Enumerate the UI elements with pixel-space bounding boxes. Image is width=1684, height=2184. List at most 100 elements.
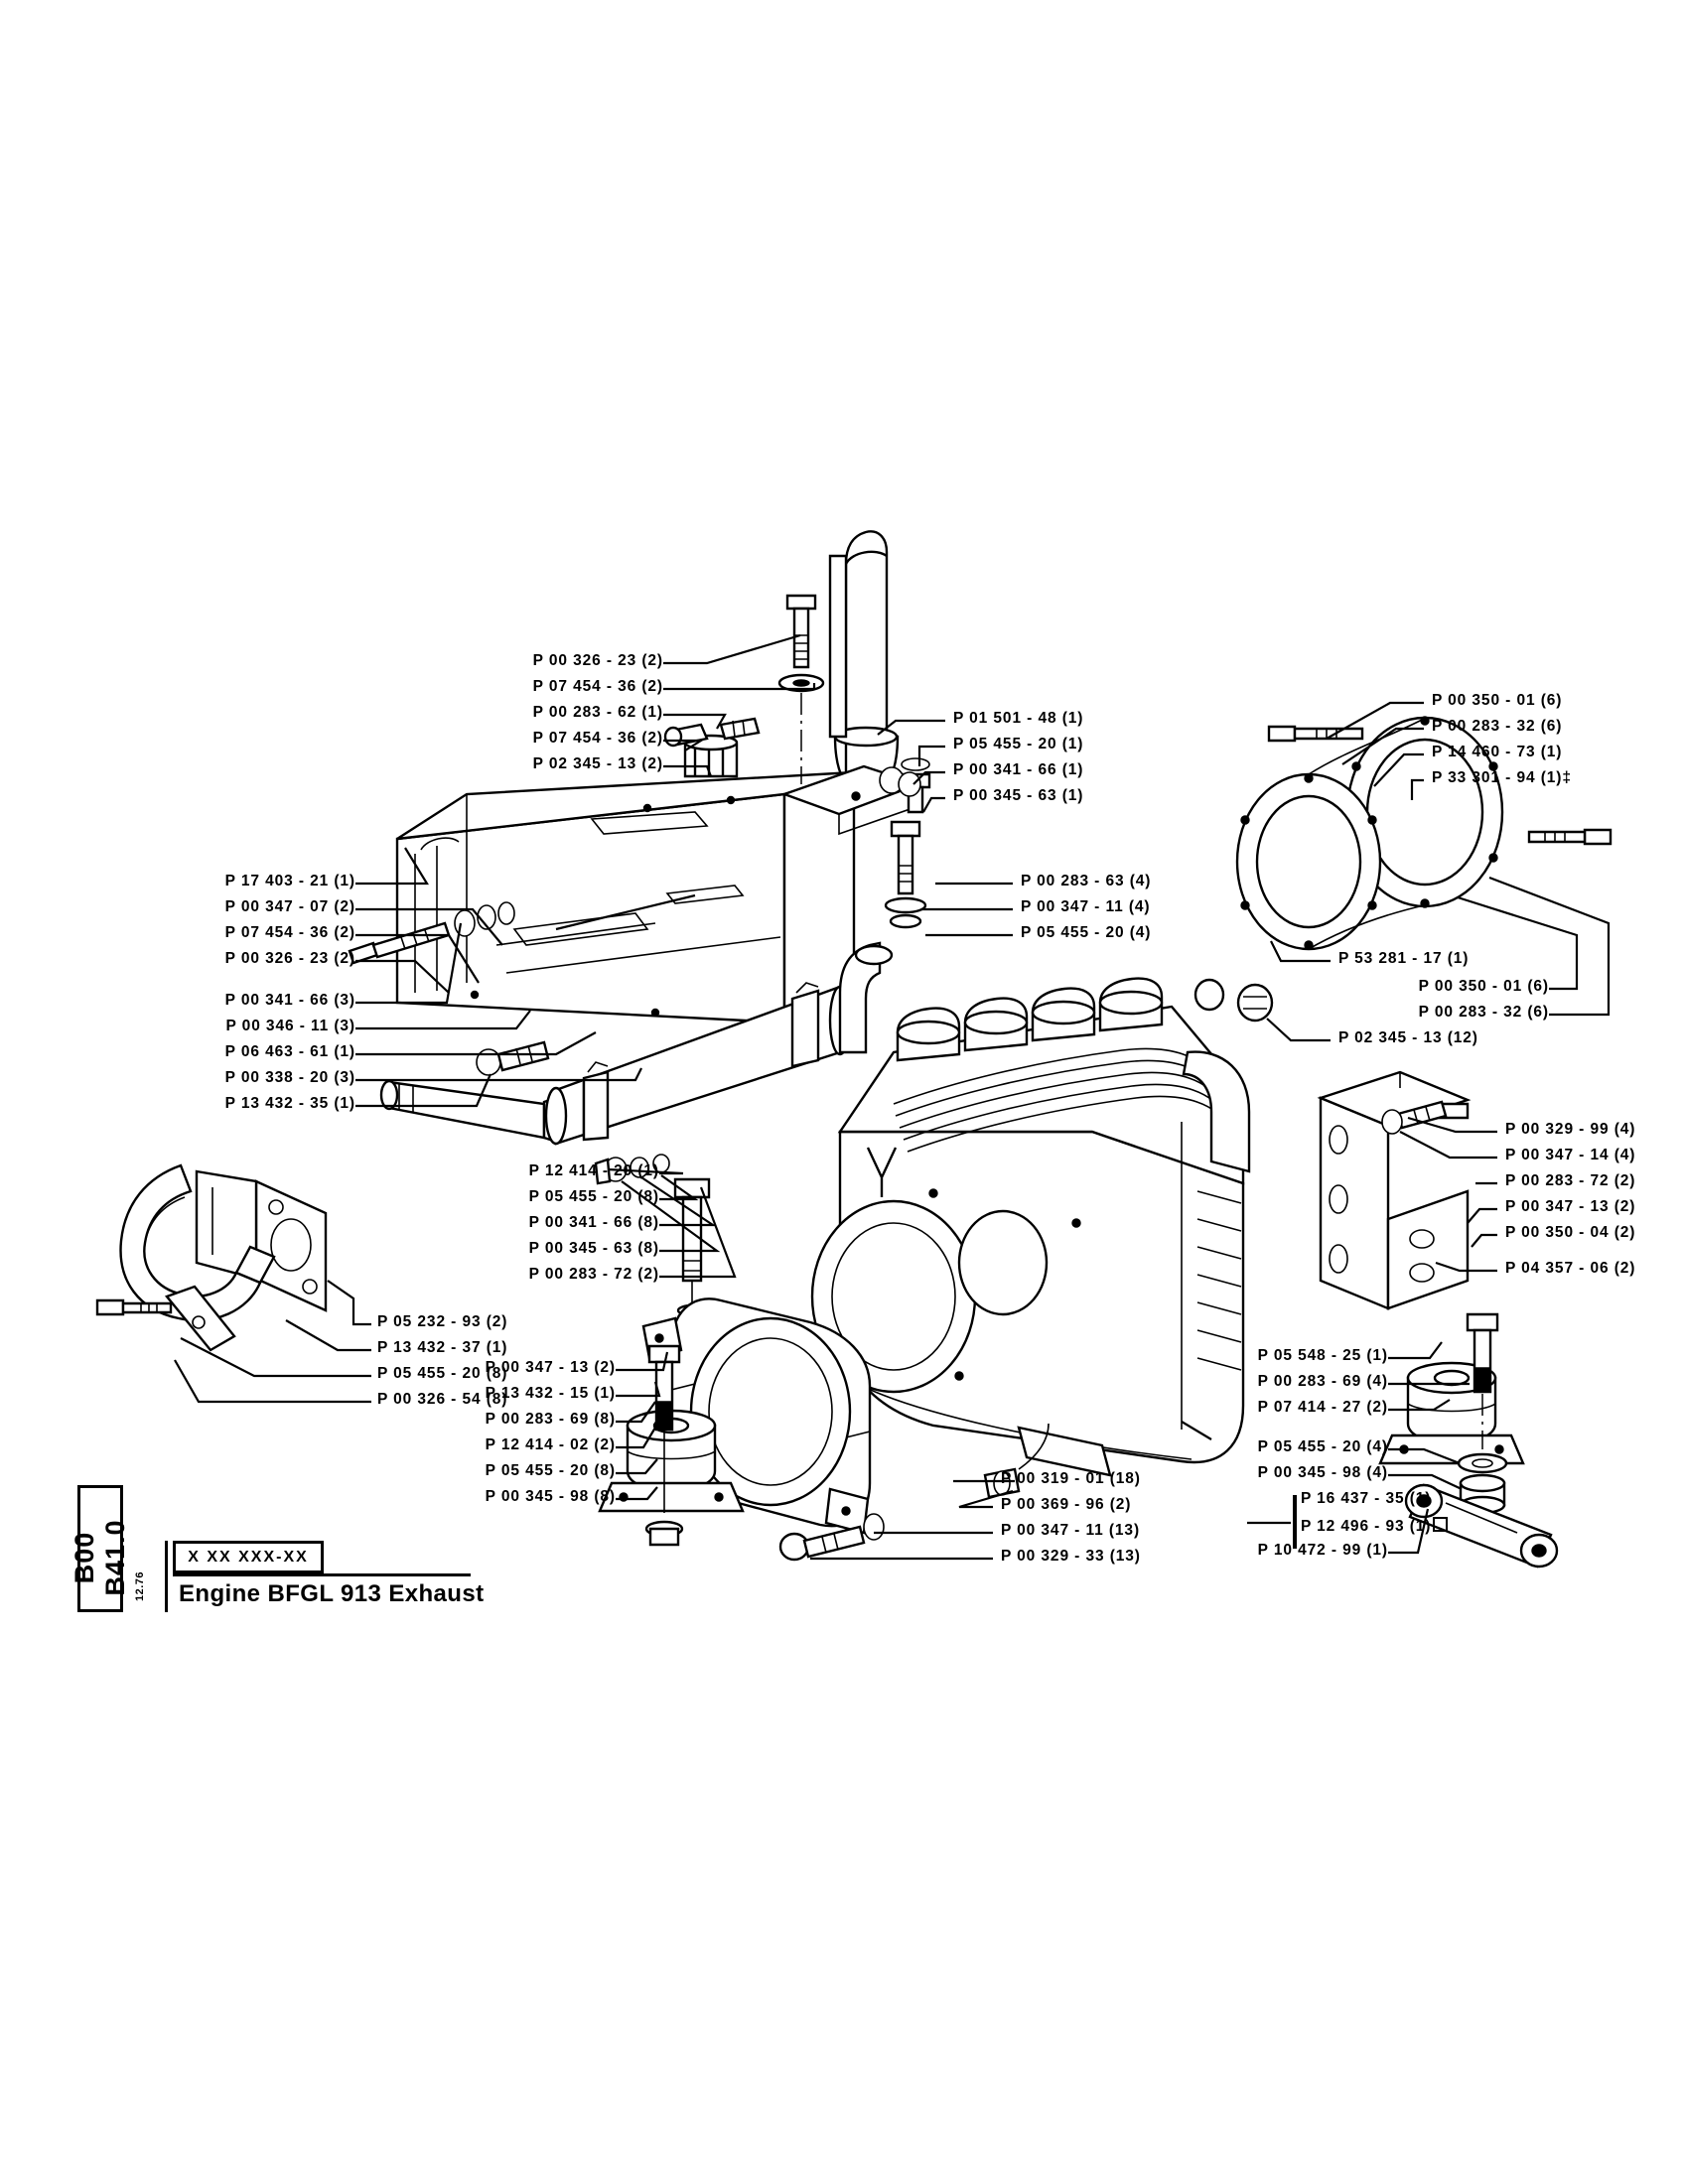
silencer-inlet-fitting	[663, 717, 761, 778]
callout-c48[interactable]: P 12 414 - 02 (2)	[485, 1436, 616, 1453]
exhaust-inlet-pipe	[379, 1079, 558, 1144]
callout-c37[interactable]: P 00 283 - 72 (2)	[1505, 1172, 1636, 1189]
callout-c9[interactable]: P 00 345 - 63 (1)	[953, 787, 1084, 804]
flange-nut-left	[1193, 978, 1225, 1012]
callout-c40[interactable]: P 04 357 - 06 (2)	[1505, 1260, 1636, 1277]
callout-c5[interactable]: P 02 345 - 13 (2)	[532, 755, 663, 772]
sheet-title: Engine BFGL 913 Exhaust	[179, 1580, 485, 1607]
callout-c8[interactable]: P 00 341 - 66 (1)	[953, 761, 1084, 778]
callout-c58[interactable]: P 05 455 - 20 (4)	[1257, 1438, 1388, 1455]
callout-c62[interactable]: P 10 472 - 99 (1)	[1257, 1542, 1388, 1559]
callout-c44[interactable]: P 00 326 - 54 (8)	[377, 1391, 508, 1408]
callout-c21[interactable]: P 00 341 - 66 (3)	[224, 992, 355, 1009]
callout-c33[interactable]: P 00 345 - 63 (8)	[528, 1240, 659, 1257]
callout-c28[interactable]: P 00 283 - 32 (6)	[1418, 1004, 1549, 1021]
title-rule	[173, 1573, 471, 1576]
callout-c12[interactable]: P 14 460 - 73 (1)	[1432, 744, 1563, 760]
exhaust-manifold	[893, 1047, 1251, 1173]
flange-nut-lower	[1236, 983, 1274, 1023]
callout-c4[interactable]: P 07 454 - 36 (2)	[532, 730, 663, 747]
callout-c10[interactable]: P 00 350 - 01 (6)	[1432, 692, 1563, 709]
callout-c54[interactable]: P 00 329 - 33 (13)	[1001, 1548, 1141, 1565]
callout-c27[interactable]: P 00 350 - 01 (6)	[1418, 978, 1549, 995]
mount-bolt-left	[644, 1344, 684, 1547]
cylindrical-muffler	[544, 982, 852, 1146]
callout-c41[interactable]: P 05 232 - 93 (2)	[377, 1313, 508, 1330]
callout-c23[interactable]: P 06 463 - 61 (1)	[224, 1043, 355, 1060]
long-center-bolt	[673, 1177, 711, 1317]
callout-c43[interactable]: P 05 455 - 20 (8)	[377, 1365, 508, 1382]
engine-block	[810, 977, 1251, 1477]
callout-c34[interactable]: P 00 283 - 72 (2)	[528, 1266, 659, 1283]
callout-c20[interactable]: P 05 455 - 20 (4)	[1021, 924, 1152, 941]
callout-c3[interactable]: P 00 283 - 62 (1)	[532, 704, 663, 721]
callout-c36[interactable]: P 00 347 - 14 (4)	[1505, 1147, 1636, 1163]
callout-c39[interactable]: P 00 350 - 04 (2)	[1505, 1224, 1636, 1241]
flywheel-housing	[641, 1297, 872, 1535]
callout-c35[interactable]: P 00 329 - 99 (4)	[1505, 1121, 1636, 1138]
callout-c32[interactable]: P 00 341 - 66 (8)	[528, 1214, 659, 1231]
callout-c1[interactable]: P 00 326 - 23 (2)	[532, 652, 663, 669]
callout-c11[interactable]: P 00 283 - 32 (6)	[1432, 718, 1563, 735]
callout-c46[interactable]: P 13 432 - 15 (1)	[485, 1385, 616, 1402]
callout-c29[interactable]: P 02 345 - 13 (12)	[1338, 1029, 1478, 1046]
callout-c24[interactable]: P 00 338 - 20 (3)	[224, 1069, 355, 1086]
variant-code: X XX XXX-XX	[188, 1548, 309, 1566]
engine-mount-bracket	[1317, 1070, 1472, 1310]
empty-square-icon	[1433, 1517, 1449, 1532]
callout-c13-text: P 33 301 - 94 (1)	[1432, 769, 1563, 786]
flange-bolt-upper-left	[1267, 725, 1364, 743]
flange-ring-front	[1235, 772, 1382, 951]
callout-c53[interactable]: P 00 347 - 11 (13)	[1001, 1522, 1141, 1539]
muffler-outlet-elbow	[838, 941, 894, 1054]
title-block: B00 B41.0 12.76 X XX XXX-XX Engine BFGL …	[70, 1485, 484, 1612]
center-bolt-assembly	[884, 820, 927, 929]
group-code-box	[77, 1485, 123, 1612]
center-fastener-row	[594, 1154, 670, 1185]
callout-c60[interactable]: P 16 437 - 35 (1)	[1301, 1490, 1432, 1507]
callout-c61-text: P 12 496 - 93 (1)	[1301, 1518, 1432, 1535]
callout-c7[interactable]: P 05 455 - 20 (1)	[953, 736, 1084, 752]
top-bolt-and-washer	[777, 594, 825, 784]
callout-c30[interactable]: P 12 414 - 20 (1)	[528, 1162, 659, 1179]
callout-c45[interactable]: P 00 347 - 13 (2)	[485, 1359, 616, 1376]
callout-c6[interactable]: P 01 501 - 48 (1)	[953, 710, 1084, 727]
callout-c57[interactable]: P 07 414 - 27 (2)	[1257, 1399, 1388, 1416]
flange-bolt-right	[1527, 828, 1613, 846]
front-exhaust-pipe	[119, 1163, 276, 1322]
cylinder-bank	[896, 977, 1164, 1062]
callout-c13[interactable]: P 33 301 - 94 (1)‡	[1432, 770, 1571, 786]
callout-c56[interactable]: P 00 283 - 69 (4)	[1257, 1373, 1388, 1390]
callout-c2[interactable]: P 07 454 - 36 (2)	[532, 678, 663, 695]
callout-c55[interactable]: P 05 548 - 25 (1)	[1257, 1347, 1388, 1364]
exhaust-flange-plate	[195, 1169, 328, 1312]
callout-c42[interactable]: P 13 432 - 37 (1)	[377, 1339, 508, 1356]
callout-c26[interactable]: P 53 281 - 17 (1)	[1338, 950, 1470, 967]
callout-c61[interactable]: P 12 496 - 93 (1)	[1301, 1517, 1449, 1535]
group-code: B00 B41.0	[70, 1519, 130, 1596]
right-mount-hardware	[1450, 1313, 1489, 1327]
callout-c49[interactable]: P 05 455 - 20 (8)	[485, 1462, 616, 1479]
callout-c47[interactable]: P 00 283 - 69 (8)	[485, 1411, 616, 1428]
callout-c52[interactable]: P 00 369 - 96 (2)	[1001, 1496, 1132, 1513]
callout-c25[interactable]: P 13 432 - 35 (1)	[224, 1095, 355, 1112]
callout-c17[interactable]: P 00 326 - 23 (2)	[224, 950, 355, 967]
callout-c59[interactable]: P 00 345 - 98 (4)	[1257, 1464, 1388, 1481]
callout-c19[interactable]: P 00 347 - 11 (4)	[1021, 898, 1151, 915]
variant-code-box: X XX XXX-XX	[173, 1541, 324, 1573]
callout-c18[interactable]: P 00 283 - 63 (4)	[1021, 873, 1152, 889]
callout-c38[interactable]: P 00 347 - 13 (2)	[1505, 1198, 1636, 1215]
callout-c22[interactable]: P 00 346 - 11 (3)	[225, 1018, 355, 1034]
callout-c16[interactable]: P 07 454 - 36 (2)	[224, 924, 355, 941]
callout-c51[interactable]: P 00 319 - 01 (18)	[1001, 1470, 1141, 1487]
rubber-mount-right	[1378, 1361, 1525, 1465]
callout-c31[interactable]: P 05 455 - 20 (8)	[528, 1188, 659, 1205]
callout-c14[interactable]: P 17 403 - 21 (1)	[224, 873, 355, 889]
callout-c50[interactable]: P 00 345 - 98 (8)	[485, 1488, 616, 1505]
title-divider	[165, 1541, 168, 1612]
pipe-support-strap	[95, 1285, 236, 1352]
riser-tube	[828, 554, 848, 739]
callout-c15[interactable]: P 00 347 - 07 (2)	[224, 898, 355, 915]
